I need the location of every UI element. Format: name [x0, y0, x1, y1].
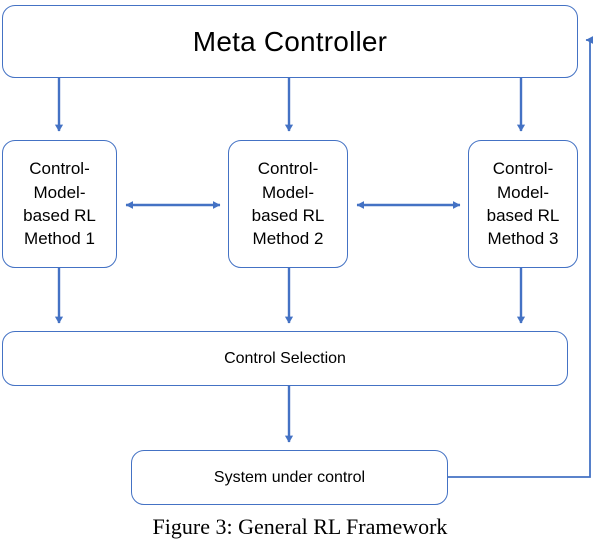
node-method-1-label: Control- Model- based RL Method 1: [23, 159, 96, 249]
node-method-2[interactable]: Control- Model- based RL Method 2: [228, 140, 348, 268]
node-method-3[interactable]: Control- Model- based RL Method 3: [468, 140, 578, 268]
node-system-under-control-label: System under control: [213, 468, 366, 486]
node-method-1[interactable]: Control- Model- based RL Method 1: [2, 140, 117, 268]
figure-caption: Figure 3: General RL Framework: [152, 514, 448, 539]
node-meta-controller[interactable]: Meta Controller: [2, 5, 578, 78]
node-control-selection-label: Control Selection: [224, 349, 346, 367]
node-control-selection[interactable]: Control Selection: [2, 331, 568, 386]
node-method-3-label: Control- Model- based RL Method 3: [486, 159, 560, 249]
edge-system-feedback-to-meta: [448, 36, 593, 478]
node-system-under-control[interactable]: System under control: [131, 450, 448, 505]
node-method-2-label: Control- Model- based RL Method 2: [251, 159, 325, 249]
node-meta-controller-label: Meta Controller: [192, 25, 388, 57]
